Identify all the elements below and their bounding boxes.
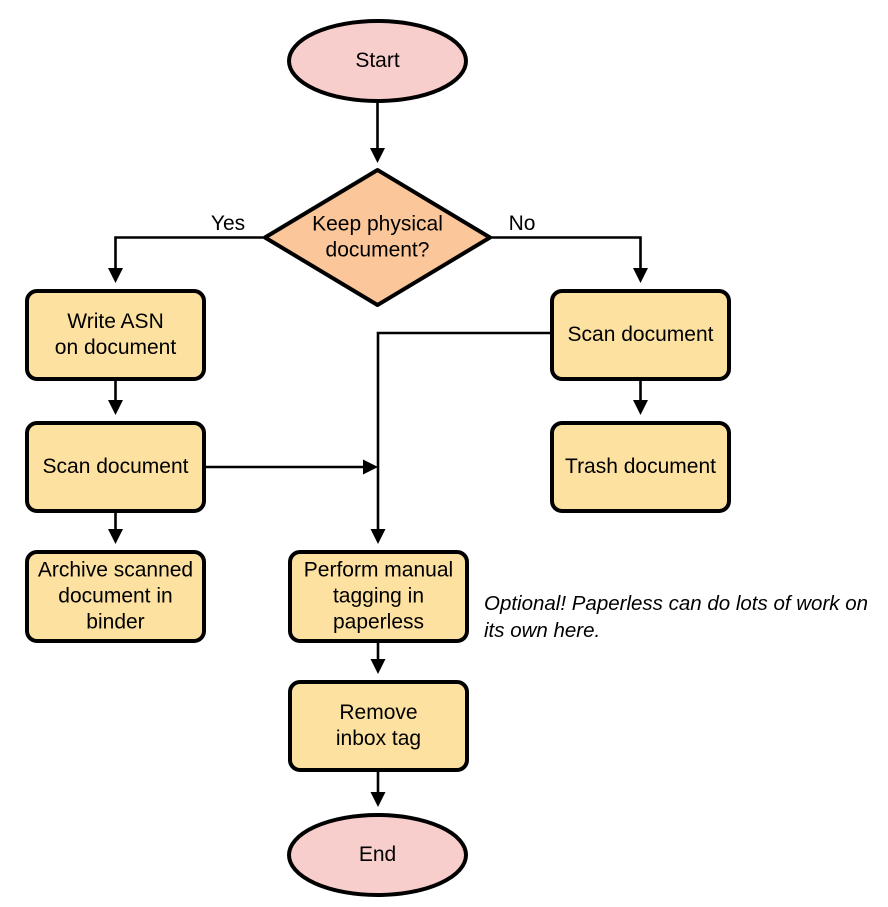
edge-arrowhead: [370, 529, 386, 544]
edges-layer: [108, 101, 648, 807]
edge-start-to-decision: [370, 101, 385, 163]
process-shape: [550, 289, 731, 381]
terminator-shape: [287, 813, 468, 897]
process-shape: [550, 421, 731, 513]
edge-scan-left-to-archive: [108, 511, 123, 544]
edge-arrowhead: [108, 529, 123, 544]
decision-shape: [263, 168, 492, 307]
node-label: Start: [355, 49, 400, 72]
edge-label-no-label: No: [509, 212, 536, 235]
edge-decision-to-scan-right: [490, 236, 648, 283]
note-optional-note: Optional! Paperless can do lots of work …: [484, 592, 868, 642]
process-shape: [25, 289, 206, 381]
edge-line: [376, 331, 552, 529]
node-label: Scan document: [43, 455, 189, 478]
edge-arrowhead: [633, 400, 648, 415]
edge-line: [490, 236, 642, 268]
edge-scan-right-to-trash: [633, 379, 648, 415]
edge-arrowhead: [108, 268, 123, 283]
node-label: Trash document: [565, 455, 716, 478]
edge-scan-left-to-tagging: [204, 459, 378, 475]
node-scan-document-left[interactable]: Scan document: [25, 421, 206, 513]
edge-remove-tag-to-end: [370, 770, 386, 807]
edge-arrowhead: [370, 792, 386, 807]
notes-layer: Optional! Paperless can do lots of work …: [484, 592, 868, 642]
node-start[interactable]: Start: [287, 19, 468, 103]
node-label: Scan document: [568, 323, 714, 346]
edge-labels-layer: Yes No: [211, 212, 536, 235]
node-end[interactable]: End: [287, 813, 468, 897]
edge-tagging-to-remove-tag: [370, 641, 386, 674]
edge-arrowhead: [370, 148, 385, 163]
terminator-shape: [287, 19, 468, 103]
edge-arrowhead: [633, 268, 648, 283]
process-shape: [25, 421, 206, 513]
edge-decision-to-write-asn: [108, 236, 265, 283]
process-shape: [288, 680, 469, 772]
node-scan-document-right[interactable]: Scan document: [550, 289, 731, 381]
process-shape: [288, 550, 469, 643]
edge-scan-right-to-tagging: [370, 331, 552, 544]
node-trash-document[interactable]: Trash document: [550, 421, 731, 513]
edge-arrowhead: [363, 459, 378, 475]
process-shape: [25, 550, 206, 643]
edge-arrowhead: [108, 400, 123, 415]
edge-write-asn-to-scan-left: [108, 379, 123, 415]
edge-arrowhead: [370, 659, 386, 674]
node-label: End: [359, 843, 396, 866]
edge-line: [114, 236, 265, 268]
edge-label-yes-label: Yes: [211, 212, 245, 235]
